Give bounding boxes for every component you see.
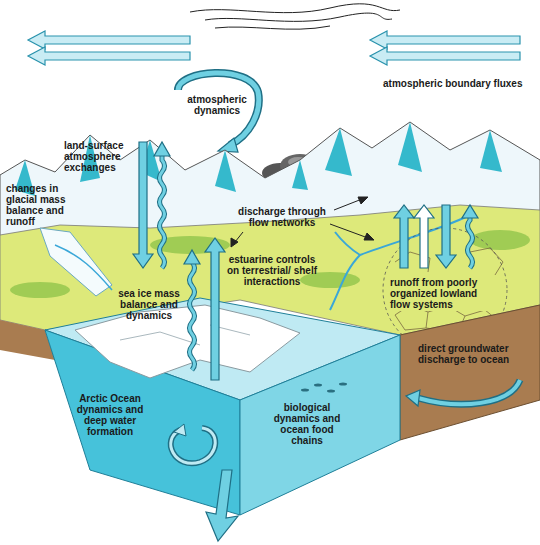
ocean-loop-part bbox=[174, 424, 186, 436]
mountains-part-part bbox=[215, 150, 236, 192]
groundwater-arrow-part bbox=[418, 380, 520, 404]
mountains-part-part bbox=[398, 122, 422, 172]
mountains-part-part bbox=[325, 128, 352, 176]
discharge-pointers-part bbox=[330, 224, 368, 238]
fish-part bbox=[339, 383, 347, 386]
runoff-arrows-part bbox=[462, 205, 478, 218]
exchange-arrows bbox=[133, 142, 225, 380]
mountains-part bbox=[15, 122, 502, 196]
land-surface-part bbox=[0, 320, 55, 360]
groundwater-arrow-part bbox=[406, 390, 420, 406]
wind-arrows-part bbox=[28, 31, 190, 49]
exchange-arrows-part bbox=[160, 152, 165, 268]
sea-ice-part bbox=[75, 305, 300, 378]
discharge-pointers bbox=[231, 197, 374, 247]
atmospheric-loop-part bbox=[178, 73, 259, 145]
atmospheric-loop-part bbox=[218, 138, 238, 152]
land-surface-part bbox=[470, 230, 530, 250]
ocean-block-part bbox=[240, 335, 400, 515]
callout-label: atmospheric boundary fluxes bbox=[383, 78, 522, 89]
atmospheric-loop-part bbox=[178, 73, 259, 145]
exchange-arrows-part bbox=[190, 254, 195, 370]
glacier bbox=[40, 228, 112, 296]
deep-water-arrow-part bbox=[206, 470, 238, 541]
groundwater-arrow-part bbox=[418, 380, 520, 404]
mountains-part-part bbox=[480, 130, 502, 172]
callout-label: direct groundwater discharge to ocean bbox=[418, 343, 518, 365]
glacier-part bbox=[40, 228, 112, 296]
callout-label: changes in glacial mass balance and runo… bbox=[6, 183, 74, 227]
sea-ice-part bbox=[120, 325, 250, 345]
wind-arrows-part bbox=[370, 47, 520, 65]
exchange-arrows-part bbox=[154, 142, 170, 156]
exchange-arrows-part bbox=[205, 238, 225, 380]
exchange-arrows-part bbox=[184, 250, 200, 264]
atmospheric-loop bbox=[178, 73, 259, 152]
runoff-arrows-part bbox=[468, 216, 473, 268]
land-surface-part bbox=[10, 282, 70, 298]
wind-arrows-part bbox=[370, 31, 520, 49]
discharge-pointers-part bbox=[231, 238, 238, 247]
runoff-arrows-part bbox=[436, 205, 456, 268]
discharge-pointers-part bbox=[358, 197, 368, 204]
callout-label: estuarine controls on terrestrial/ shelf… bbox=[224, 254, 320, 287]
runoff-arrows-part bbox=[414, 205, 434, 268]
callout-label: runoff from poorly organized lowland flo… bbox=[388, 276, 496, 311]
wind-squiggles bbox=[190, 4, 400, 29]
wind-arrows-part bbox=[28, 47, 190, 65]
fish bbox=[301, 383, 347, 393]
fish-part bbox=[327, 390, 335, 393]
soil-block-part bbox=[400, 305, 540, 440]
callout-label: atmospheric dynamics bbox=[184, 94, 250, 116]
callout-label: land-surface atmosphere exchanges bbox=[64, 140, 132, 173]
fish-part bbox=[301, 389, 309, 392]
exchange-arrows-part bbox=[133, 142, 153, 268]
wind-squiggles-part bbox=[215, 26, 330, 29]
exchange-arrows-part bbox=[190, 254, 195, 370]
exchange-arrows-part bbox=[160, 152, 165, 268]
runoff-arrows-part bbox=[394, 205, 414, 268]
soil-block bbox=[400, 305, 540, 440]
deep-water-arrow bbox=[206, 470, 238, 541]
runoff-arrows bbox=[394, 205, 478, 268]
wind-squiggles-part bbox=[205, 13, 392, 21]
ocean-loop bbox=[171, 424, 216, 463]
wind-arrows bbox=[28, 31, 520, 65]
sea-ice bbox=[75, 305, 300, 378]
callout-label: Arctic Ocean dynamics and deep water for… bbox=[72, 393, 148, 437]
fish-part bbox=[314, 384, 322, 387]
groundwater-arrow bbox=[406, 380, 520, 406]
discharge-pointers-part bbox=[364, 233, 374, 240]
mountains-part-part bbox=[292, 160, 308, 190]
rivers-part bbox=[335, 232, 360, 255]
callout-label: discharge through flow networks bbox=[232, 206, 332, 228]
callout-label: biological dynamics and ocean food chain… bbox=[268, 402, 346, 446]
wind-squiggles-part bbox=[190, 4, 400, 13]
discharge-pointers-part bbox=[334, 199, 362, 210]
runoff-arrows-part bbox=[468, 216, 473, 268]
glacier-part bbox=[55, 245, 112, 290]
callout-label: sea ice mass balance and dynamics bbox=[116, 288, 182, 321]
